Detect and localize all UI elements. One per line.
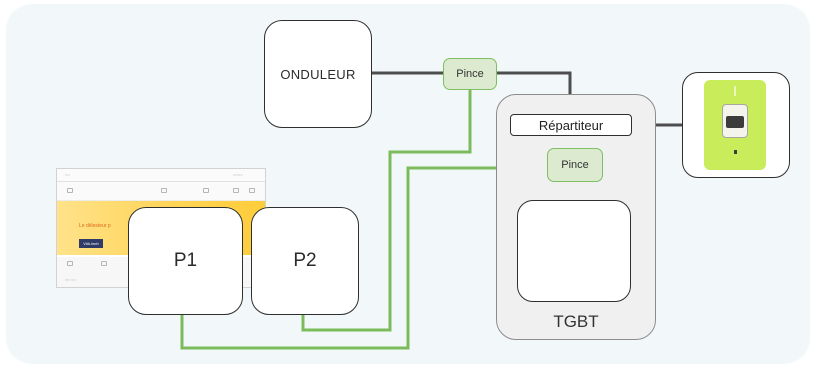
- meter-top-mark: [734, 86, 736, 96]
- p2-box: P2: [251, 207, 359, 315]
- tgbt-label: TGBT: [553, 312, 599, 331]
- repartiteur-box: Répartiteur: [510, 114, 632, 136]
- thumbnail-dots-right: ○○○○: [233, 172, 243, 177]
- pince-tgbt-label: Pince: [561, 159, 589, 171]
- thumbnail-badge: Vök.tech: [79, 239, 103, 248]
- pince-top-label: Pince: [456, 68, 484, 80]
- thumbnail-icon-3: [203, 188, 209, 193]
- thumbnail-icon-2: [161, 188, 167, 193]
- thumbnail-headline: Le délesteur p: [79, 223, 111, 229]
- thumbnail-dots: ○○: [65, 172, 70, 177]
- thumbnail-icon-4: [233, 188, 239, 193]
- thumbnail-icon-5: [249, 188, 255, 193]
- meter-display: [726, 116, 744, 128]
- p1-box: P1: [128, 207, 243, 315]
- thumbnail-icon-row: [57, 182, 265, 201]
- thumbnail-icon-1: [67, 188, 73, 193]
- pince-tgbt: Pince: [547, 148, 603, 182]
- p2-label: P2: [293, 250, 317, 271]
- repartiteur-label: Répartiteur: [538, 117, 604, 133]
- thumbnail-footer-icon-2: [101, 261, 107, 266]
- tgbt-breaker-panel: [517, 200, 631, 302]
- thumbnail-footer-icon-1: [67, 261, 73, 266]
- meter-bottom-mark: [734, 150, 737, 154]
- onduleur-label: ONDULEUR: [280, 66, 356, 82]
- pince-top: Pince: [443, 58, 497, 90]
- p1-label: P1: [173, 250, 198, 271]
- wire-p2-measure: [301, 90, 472, 332]
- thumbnail-top-bar: ○○ ○○○○: [57, 169, 265, 182]
- wire-p1-measure: [180, 166, 547, 350]
- onduleur-box: ONDULEUR: [264, 20, 372, 128]
- thumbnail-footer-dots: ○○ ○○: [65, 277, 76, 282]
